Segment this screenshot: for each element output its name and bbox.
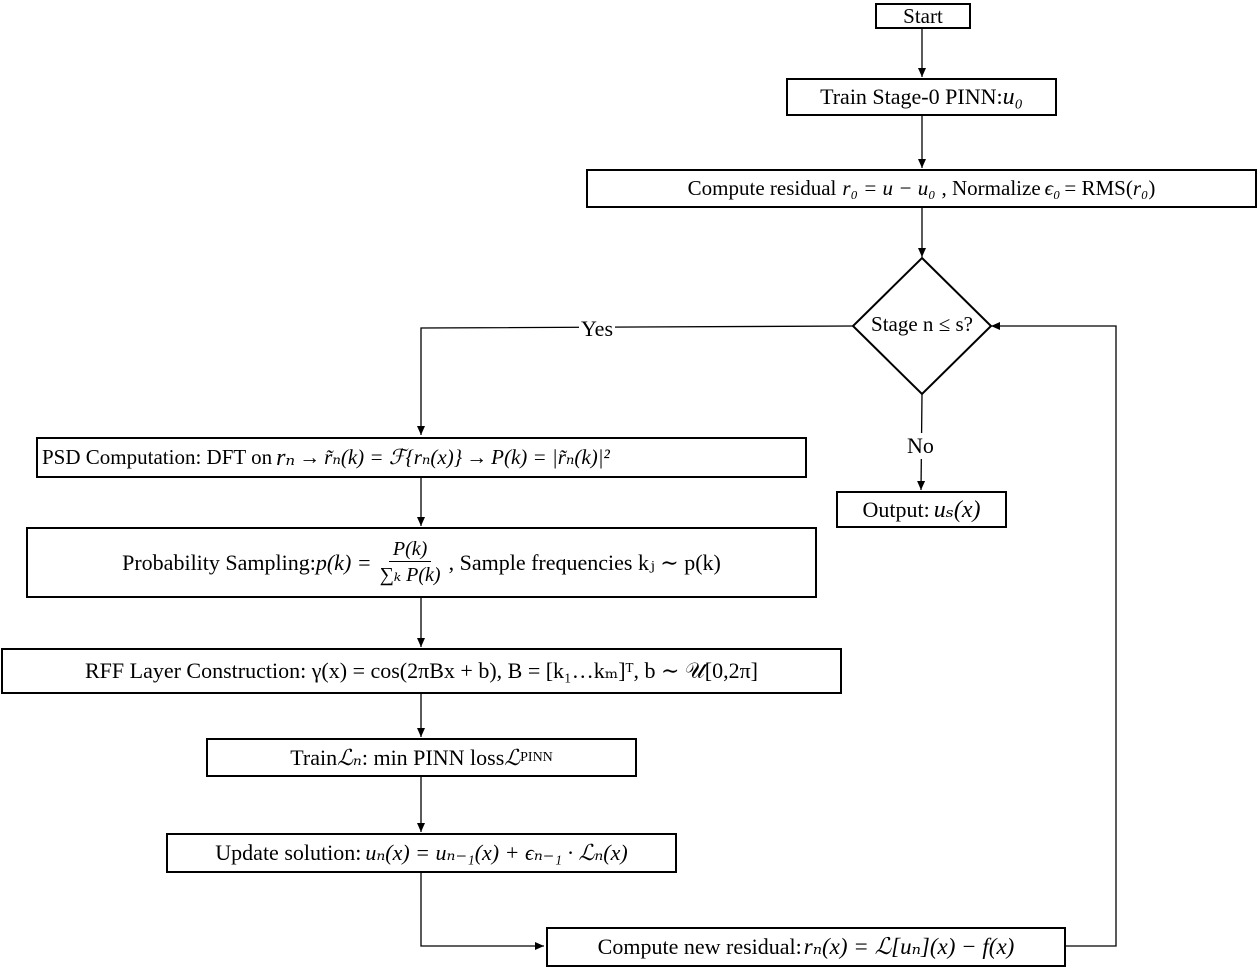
residual0-math: r₀ = u − u₀ — [842, 176, 936, 200]
sampling-numerator: P(k) — [388, 538, 432, 562]
yes-label: Yes — [579, 316, 616, 342]
psd-rn-math: rₙ — [276, 445, 296, 471]
edge-update-newresidual — [420, 873, 544, 950]
psd-arrow2: → — [466, 445, 488, 469]
rff-layer-node: RFF Layer Construction: γ(x) = cos(2πBx … — [1, 648, 842, 694]
residual0-mid: , Normalize — [941, 176, 1041, 200]
train-ln-math: ℒₙ — [337, 744, 362, 770]
start-label: Start — [903, 3, 943, 28]
new-residual-label: Compute new residual: — [597, 934, 802, 959]
residual0-prefix: Compute residual — [687, 176, 837, 200]
train-stage0-label: Train Stage-0 PINN: — [820, 84, 1003, 109]
train-ln-prefix: Train — [290, 744, 338, 770]
decision-label: Stage n ≤ s? — [871, 312, 973, 336]
output-label: Output: — [862, 496, 930, 522]
sampling-fraction: P(k) ∑ₖ P(k) — [376, 538, 445, 587]
update-label: Update solution: — [215, 840, 362, 865]
pinn-loss-subscript: PINN — [520, 749, 553, 765]
train-stage0-node: Train Stage-0 PINN: u₀ — [786, 78, 1057, 116]
epsilon0-math: ϵ₀ — [1044, 176, 1061, 200]
update-solution-node: Update solution: uₙ(x) = uₙ₋₁(x) + ϵₙ₋₁ … — [166, 833, 677, 873]
psd-power-math: P(k) = |r̃ₙ(k)|² — [491, 445, 610, 469]
compute-residual0-node: Compute residual r₀ = u − u₀ , Normalize… — [586, 169, 1257, 208]
train-ln-mid: : min PINN loss — [361, 744, 505, 770]
psd-arrow1: → — [299, 445, 321, 469]
pinn-loss-math: ℒ — [504, 744, 521, 770]
update-math: uₙ(x) = uₙ₋₁(x) + ϵₙ₋₁ · ℒₙ(x) — [365, 840, 628, 865]
sampling-lhs: p(k) = — [315, 549, 372, 575]
rms-arg-math: r₀ — [1132, 176, 1149, 200]
sampling-denominator: ∑ₖ P(k) — [379, 564, 441, 586]
residual0-suffix: = RMS( — [1064, 176, 1133, 200]
edge-decision-yes — [417, 325, 854, 435]
decision-diamond — [851, 256, 993, 396]
start-node: Start — [875, 3, 971, 29]
output-node: Output: uₛ(x) — [836, 491, 1007, 528]
new-residual-node: Compute new residual: rₙ(x) = ℒ[uₙ](x) −… — [546, 927, 1066, 967]
sampling-prefix: Probability Sampling: — [122, 549, 316, 575]
psd-computation-node: PSD Computation: DFT on rₙ → r̃ₙ(k) = ℱ{… — [36, 437, 807, 478]
no-label: No — [905, 433, 936, 459]
output-math: uₛ(x) — [933, 497, 981, 523]
sampling-suffix: , Sample frequencies kⱼ ∼ p(k) — [448, 549, 721, 575]
probability-sampling-node: Probability Sampling: p(k) = P(k) ∑ₖ P(k… — [26, 527, 817, 598]
psd-prefix: PSD Computation: DFT on — [42, 445, 273, 469]
psd-fourier-math: r̃ₙ(k) = ℱ{rₙ(x)} — [324, 445, 463, 469]
train-stage0-math: u₀ — [1002, 83, 1023, 110]
new-residual-math: rₙ(x) = ℒ[uₙ](x) − f(x) — [803, 934, 1015, 959]
residual0-close: ) — [1148, 176, 1156, 200]
edge-loop-back — [991, 322, 1117, 947]
rff-label: RFF Layer Construction: γ(x) = cos(2πBx … — [84, 658, 759, 683]
